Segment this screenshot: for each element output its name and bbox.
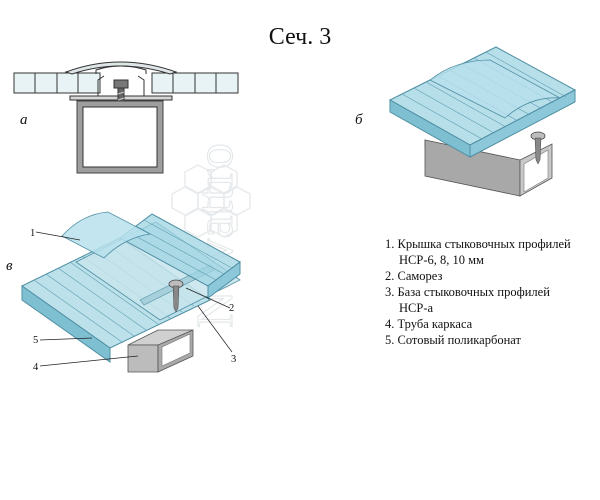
legend-num: 2. [385, 269, 395, 283]
figure-label-b: б [355, 112, 363, 128]
legend-num: 5. [385, 333, 395, 347]
callout-1: 1 [30, 228, 35, 239]
legend-text: База стыковочных профилей [397, 285, 550, 299]
legend-text: Труба каркаса [397, 317, 473, 331]
page-title: Сеч. 3 [268, 24, 332, 50]
legend-text: Саморез [397, 269, 443, 283]
callout-3: 3 [231, 354, 236, 365]
legend-text-cont: HCP-6, 8, 10 мм [399, 253, 484, 267]
callout-2: 2 [229, 303, 234, 314]
legend-num: 4. [385, 317, 395, 331]
callout-5: 5 [33, 335, 38, 346]
legend-item-3: 3. База стыковочных профилей HCP-a [385, 284, 600, 316]
legend-item-5: 5. Сотовый поликарбонат [385, 332, 600, 348]
legend-item-1: 1. Крышка стыковочных профилей HCP-6, 8,… [385, 236, 600, 268]
parts-legend: 1. Крышка стыковочных профилей HCP-6, 8,… [385, 236, 600, 348]
figure-label-a: а [20, 112, 28, 128]
legend-num: 3. [385, 285, 395, 299]
legend-text: Крышка стыковочных профилей [397, 237, 571, 251]
legend-item-4: 4. Труба каркаса [385, 316, 600, 332]
figure-label-v: в [6, 258, 13, 274]
callout-4: 4 [33, 362, 39, 373]
figure-b-assembly-view [388, 46, 577, 197]
figure-v-exploded-view: 1 2 3 4 5 [21, 211, 241, 373]
figure-a-cross-section [13, 61, 239, 174]
legend-text: Сотовый поликарбонат [397, 333, 521, 347]
legend-text-cont: HCP-a [399, 301, 434, 315]
legend-item-2: 2. Саморез [385, 268, 600, 284]
legend-num: 1. [385, 237, 395, 251]
